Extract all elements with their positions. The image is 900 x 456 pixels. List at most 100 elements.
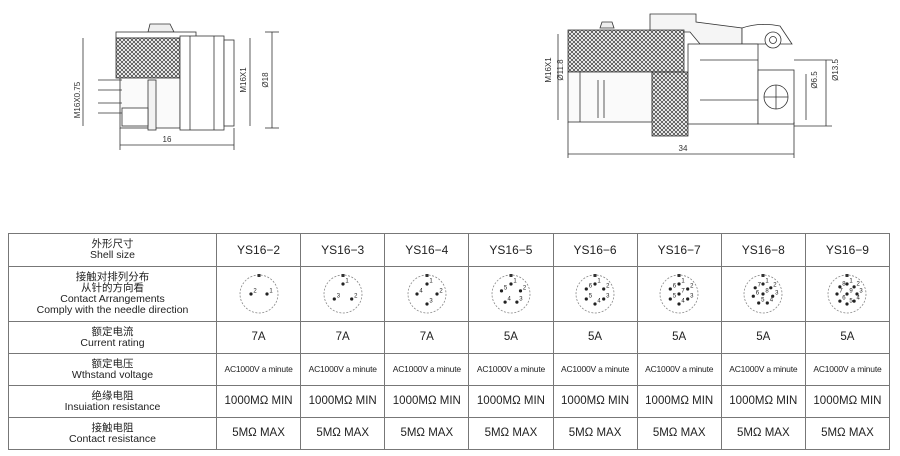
contact-pin [518,289,523,293]
contact-pin-number: 6 [589,284,593,290]
contact-pin [766,301,770,305]
model-cell: YS16−5 [468,233,554,267]
model-cell: YS16−8 [720,233,806,267]
contact-pin-number: 6 [756,291,760,297]
model-cell: YS16−2 [215,233,302,267]
contact-pin [761,282,765,286]
contact-pin-number: 2 [690,284,694,290]
contact-pin-number: 8 [766,289,770,295]
contact-pin [855,292,860,296]
contact-pin [602,297,606,301]
contact-pin [668,287,673,291]
key-notch [509,274,513,277]
contact-pin [757,301,761,305]
contact-pin [677,282,681,286]
model-cell: YS16−3 [300,233,386,267]
current-cell: 5A [636,321,722,354]
insulation-cell: 1000MΩ MIN [468,385,554,418]
contact-pin-number: 7 [682,289,686,295]
row-contact-resistance: 接触电阻 Contact resistance 5MΩ MAX 5MΩ MAX … [8,417,891,450]
key-notch [593,274,597,277]
contact-pin-number: 4 [682,299,686,305]
socket-drawing [82,23,279,150]
contact-pin-number: 4 [770,298,774,304]
spec-table: 外形尺寸 Shell size YS16−2 YS16−3 YS16−4 YS1… [8,233,891,450]
current-cell: 7A [384,321,470,354]
contact-pin [845,282,850,286]
connector-drawings: M16X0.75 M16X1 Ø18 16 [73,13,840,158]
contact-pin [752,294,756,298]
contact-pin [838,299,842,303]
insulation-cell: 1000MΩ MIN [804,385,891,418]
contact-pin [845,302,850,306]
contact-pin [602,287,606,291]
header-contact-resistance: 接触电阻 Contact resistance [8,417,217,450]
contact-pin-number: 2 [606,284,610,290]
contact-pin [584,287,588,291]
contact-pin [686,287,690,291]
socket-thread-dim: M16X0.75 [73,81,82,118]
current-cell: 5A [804,321,891,354]
contact-pin [677,292,681,296]
plug-outer-dim: Ø13.5 [831,59,840,81]
contact-pin [835,292,840,296]
contact-pin [668,297,673,301]
contact-face-outline [491,274,531,314]
contact-resistance-cell: 5MΩ MAX [468,417,554,450]
model-cell: YS16−6 [552,233,638,267]
contact-pin-number: 6 [673,284,677,290]
contact-pin-number: 2 [857,281,861,287]
contact-pin-number: 4 [419,289,423,295]
plug-thread-dim: M16X1 [544,57,553,83]
contact-pin-number: 2 [439,289,443,295]
contact-pin-number: 1 [766,279,770,285]
socket-length-dim: 16 [163,135,172,144]
insulation-cell: 1000MΩ MIN [636,385,722,418]
plug-drawing [557,13,832,158]
header-withstand-voltage: 额定电压 Wthstand voltage [8,353,217,386]
contact-pin-number: 2 [523,285,527,291]
contact-resistance-cell: 5MΩ MAX [636,417,722,450]
key-notch [341,274,345,277]
voltage-cell: AC1000V a minute [720,353,806,386]
row-contact-arrangements: 接触对排列分布 从针的方向看 Contact Arrangements Comp… [8,266,891,322]
contact-pin-number: 5 [850,299,854,305]
contact-pin [349,297,353,301]
contact-pin-number: 2 [774,282,778,288]
contact-pin-number: 6 [843,296,847,302]
contact-pin-number: 3 [606,294,610,300]
key-notch [257,274,261,277]
key-notch [425,274,429,277]
contact-pin [509,282,513,286]
contact-pin-number: 4 [507,297,511,303]
contact-pin [838,285,842,289]
contact-pin-number: 3 [336,294,340,300]
voltage-cell: AC1000V a minute [300,353,386,386]
contact-pin [332,297,336,301]
contact-pin [425,302,429,306]
contact-pin-number: 1 [597,279,601,285]
contact-resistance-cell: 5MΩ MAX [552,417,638,450]
voltage-cell: AC1000V a minute [215,353,302,386]
contact-pin-number: 2 [354,294,358,300]
contact-pin-number: 8 [843,281,847,287]
contact-pin [435,292,439,296]
contact-pin-number: 3 [690,294,694,300]
contact-pin [425,282,429,286]
contact-resistance-cell: 5MΩ MAX [384,417,470,450]
row-current-rating: 额定电流 Current rating 7A 7A 7A 5A 5A 5A 5A… [8,321,891,354]
socket-thread2-dim: M16X1 [239,67,248,93]
contact-pin-number: 5 [761,298,765,304]
row-withstand-voltage: 额定电压 Wthstand voltage AC1000V a minute A… [8,353,891,386]
contact-pin [415,292,419,296]
plug-length-dim: 34 [679,144,688,153]
contact-pin [248,292,253,296]
key-notch [677,274,681,277]
